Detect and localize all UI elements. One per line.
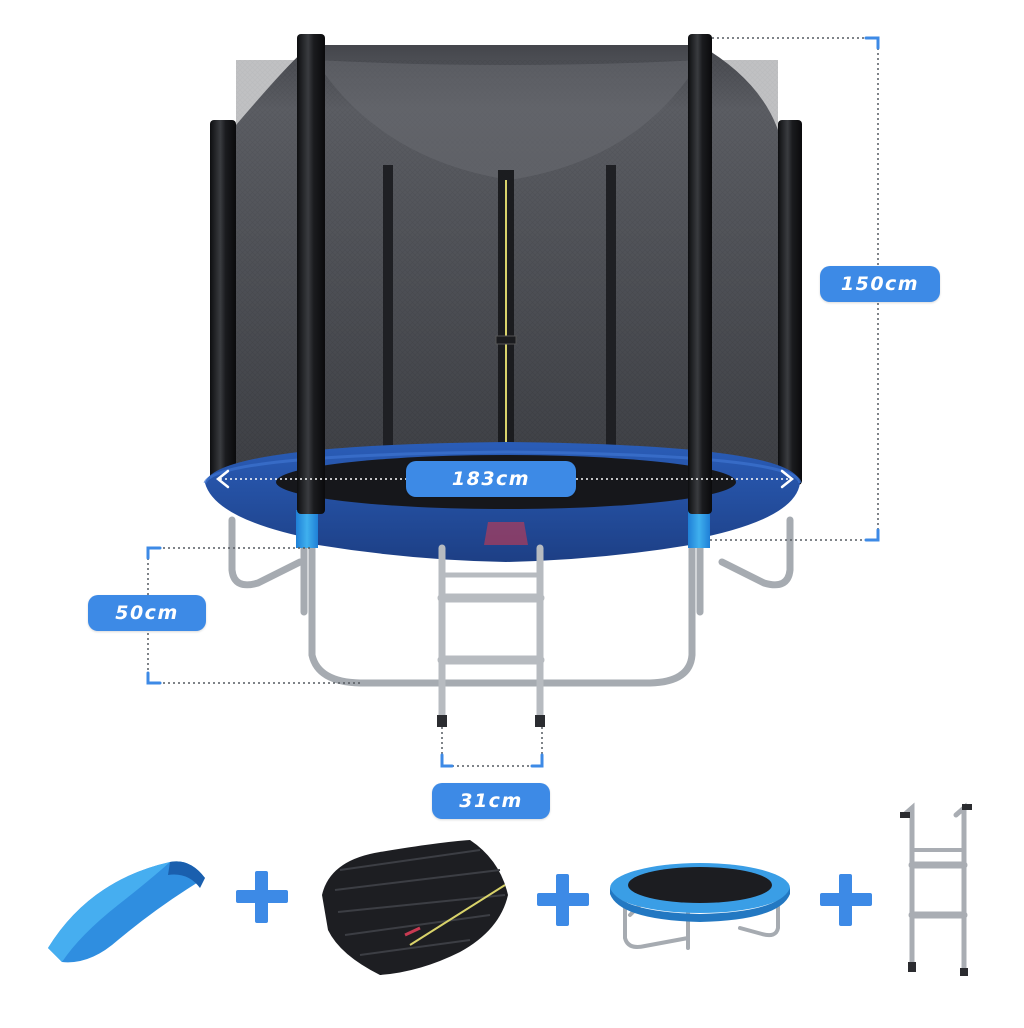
net-icon [322,840,508,975]
pole-front-left [297,34,325,514]
pole-front-right [688,34,712,514]
height-dimension-label: 150cm [820,266,940,302]
plus-icon-3 [820,874,872,926]
pole-back-right [778,120,802,485]
plus-icon [236,871,288,923]
trampoline-main [203,34,802,727]
pole-back-left [210,120,236,485]
diameter-arrows [215,469,795,489]
diameter-dimension-label: 183cm [406,461,576,497]
trampoline-icon [610,863,790,950]
ladder-icon [900,802,972,976]
leg-height-dimension-label: 50cm [88,595,206,631]
ladder-width-dimension-label: 31cm [432,783,550,819]
dimension-brackets [146,36,880,768]
ladder-main [437,544,545,727]
plus-icon-2 [537,874,589,926]
pad-icon [48,861,205,963]
